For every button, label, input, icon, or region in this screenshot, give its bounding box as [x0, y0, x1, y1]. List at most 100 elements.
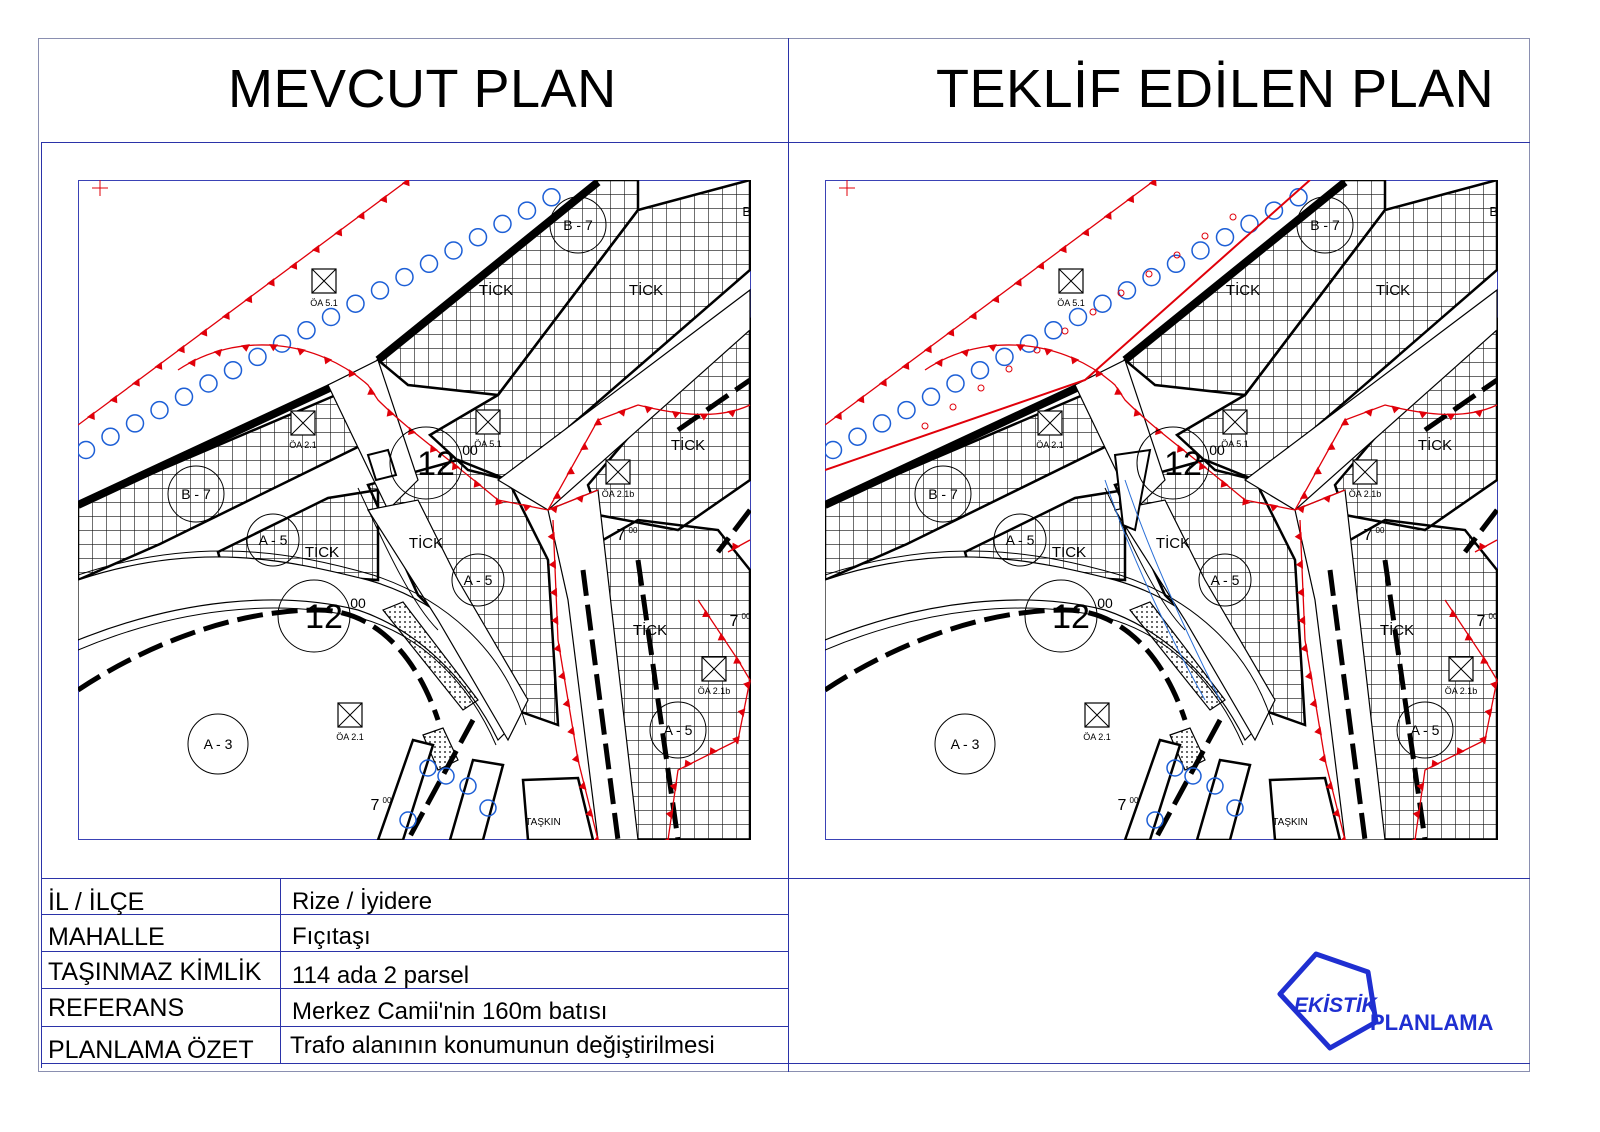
tree-symbol — [1184, 767, 1202, 785]
south-strip-1 — [376, 738, 435, 840]
oa-label: ÖA 2.1b — [698, 686, 731, 696]
road-center-diagonal — [367, 499, 529, 742]
info-row-divider — [41, 878, 1530, 879]
road-width-label: 12 — [305, 598, 343, 636]
heavy-edge-north — [375, 180, 601, 364]
red-boundary-marker — [1339, 835, 1348, 840]
red-boundary-marker — [699, 413, 709, 421]
tick-label: TİCK — [1418, 436, 1452, 454]
red-boundary-marker — [1294, 531, 1302, 541]
dash-east-small — [1463, 508, 1498, 554]
zone-label-edge: B — [742, 204, 751, 219]
road-width-label-small: 7 — [1364, 527, 1373, 544]
logo-text-ekistik: EKİSTİK — [1294, 994, 1379, 1017]
tree-symbol — [1142, 267, 1161, 287]
existing-trafo-area — [366, 448, 398, 482]
red-boundary-marker — [348, 369, 357, 378]
red-boundary-marker — [244, 294, 253, 304]
oa-symbol-cross — [701, 656, 727, 682]
red-boundary-marker — [661, 837, 670, 840]
taskin-parcel — [1268, 776, 1342, 840]
tree-symbol — [199, 374, 218, 393]
road-width-sup-small: 00 — [1130, 796, 1139, 805]
tree-symbol — [297, 321, 316, 340]
info-row-line-2 — [41, 951, 788, 952]
red-boundary-marker — [1036, 261, 1045, 270]
tree-symbol — [542, 188, 561, 207]
red-boundary-marker — [109, 394, 118, 404]
red-boundary-marker — [1126, 194, 1135, 204]
red-boundary-marker — [856, 394, 865, 404]
red-boundary-marker — [702, 609, 711, 618]
red-boundary-marker — [644, 405, 654, 414]
tree-symbol — [444, 241, 463, 260]
red-boundary-marker — [187, 358, 196, 367]
red-boundary-marker — [665, 810, 674, 819]
stippled-strip — [382, 601, 479, 711]
heavy-edge-north — [1122, 180, 1348, 364]
red-boundary-marker — [934, 358, 943, 367]
red-boundary-marker — [408, 426, 417, 436]
info-label-property-id: TAŞINMAZ KİMLİK — [48, 958, 262, 986]
tree-symbol — [1166, 254, 1186, 274]
zone-label: B - 7 — [1310, 217, 1340, 233]
red-boundary-marker — [733, 656, 742, 664]
tick-label: TİCK — [409, 534, 443, 552]
red-boundary-line — [1474, 539, 1498, 553]
oa-symbol-cross — [337, 702, 363, 728]
red-boundary-marker — [1177, 444, 1185, 453]
red-boundary-marker — [684, 759, 693, 768]
red-boundary-marker — [592, 835, 601, 840]
oa-symbol-cross — [290, 410, 316, 436]
tree-symbol — [517, 201, 537, 220]
zone-circle — [1396, 701, 1454, 759]
stippled-strip-south — [422, 727, 459, 771]
red-boundary-marker — [430, 444, 438, 453]
tick-label: TİCK — [1156, 534, 1190, 552]
red-boundary-marker — [991, 294, 1000, 304]
red-boundary-marker — [1479, 735, 1487, 745]
info-label-neighborhood: MAHALLE — [48, 923, 165, 951]
tick-label: TİCK — [629, 281, 663, 299]
proposed-red-node — [1173, 251, 1181, 259]
red-boundary-marker — [221, 311, 230, 320]
sheet-frame — [38, 38, 1530, 1072]
proposed-red-node — [1229, 213, 1237, 221]
red-boundary-marker — [199, 328, 208, 337]
tree-symbol — [872, 414, 892, 433]
red-boundary-marker — [1332, 808, 1341, 818]
dash-a3-north — [78, 607, 441, 721]
red-boundary-marker — [1364, 408, 1373, 417]
zone-label: A - 5 — [1411, 722, 1440, 738]
dash-south-road-east — [635, 559, 681, 840]
red-boundary-marker — [1044, 347, 1053, 356]
tree-symbol — [101, 427, 120, 446]
proposed-red-node — [1201, 232, 1209, 240]
road-width-sup: 00 — [1209, 442, 1225, 458]
red-boundary-marker — [553, 643, 562, 653]
red-boundary-marker — [575, 494, 584, 503]
oa-symbol-cross — [1352, 459, 1378, 485]
info-row-line-3 — [41, 988, 788, 989]
red-boundary-marker — [671, 410, 681, 419]
zone-circle — [1198, 553, 1252, 607]
red-boundary-line — [78, 180, 409, 426]
proposed-red-node — [1145, 270, 1153, 278]
red-boundary-marker — [311, 244, 320, 254]
logo-pentagon — [1277, 951, 1379, 1051]
red-boundary-marker — [548, 559, 557, 569]
red-boundary-marker — [1298, 615, 1306, 625]
tick-label: TİCK — [671, 436, 705, 454]
taskin-parcel — [521, 776, 595, 840]
red-boundary-marker — [1479, 542, 1487, 551]
tree-symbol — [419, 759, 437, 777]
red-boundary-marker — [1480, 656, 1489, 664]
road-width-circle — [277, 579, 351, 653]
red-boundary-marker — [1418, 410, 1428, 419]
zone-label: A - 5 — [1006, 532, 1035, 548]
heavy-edge-west — [78, 381, 338, 509]
red-boundary-marker — [1322, 494, 1331, 503]
red-boundary-marker — [1391, 405, 1401, 414]
tree-symbol — [1146, 811, 1164, 829]
red-boundary-marker — [451, 461, 460, 471]
